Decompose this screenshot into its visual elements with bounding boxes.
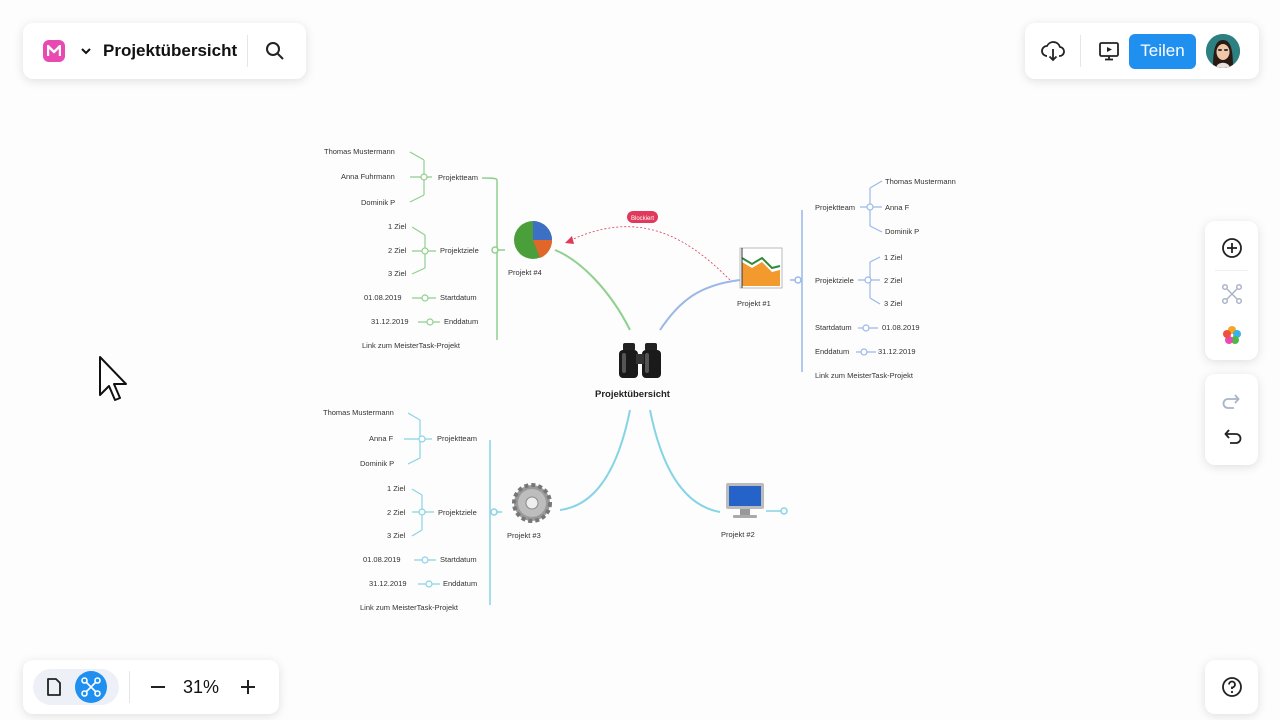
svg-text:Enddatum: Enddatum — [443, 579, 477, 588]
redo-icon[interactable] — [1205, 384, 1258, 420]
divider — [129, 671, 130, 703]
svg-text:Projektziele: Projektziele — [438, 508, 477, 517]
project-3-branch[interactable]: Projektteam Thomas Mustermann Anna F Dom… — [323, 408, 552, 612]
svg-text:Projektteam: Projektteam — [815, 203, 855, 212]
svg-text:Anna Fuhrmann: Anna Fuhrmann — [341, 172, 395, 181]
divider — [1215, 270, 1248, 271]
svg-text:2 Ziel: 2 Ziel — [387, 508, 406, 517]
mouse-cursor-icon — [99, 356, 127, 401]
svg-text:31.12.2019: 31.12.2019 — [878, 347, 916, 356]
svg-text:Anna F: Anna F — [885, 203, 910, 212]
pie-chart-icon — [514, 221, 553, 259]
svg-text:Link zum MeisterTask-Projekt: Link zum MeisterTask-Projekt — [360, 603, 459, 612]
project-4-branch[interactable]: Projektteam Thomas Mustermann Anna Fuhrm… — [324, 147, 553, 350]
svg-text:31.12.2019: 31.12.2019 — [371, 317, 409, 326]
zoom-out-icon[interactable] — [148, 677, 168, 697]
help-icon — [1221, 677, 1242, 697]
help-button[interactable] — [1205, 660, 1258, 714]
svg-text:Dominik P: Dominik P — [885, 227, 919, 236]
svg-text:2 Ziel: 2 Ziel — [388, 246, 407, 255]
view-zoom-controls: 31% — [23, 660, 279, 714]
svg-text:Startdatum: Startdatum — [815, 323, 852, 332]
view-switcher — [33, 669, 119, 705]
outline-view-icon[interactable] — [38, 671, 70, 703]
svg-text:3 Ziel: 3 Ziel — [388, 269, 407, 278]
svg-text:Dominik P: Dominik P — [360, 459, 394, 468]
growth-chart-icon — [739, 247, 783, 289]
svg-text:Projekt #4: Projekt #4 — [508, 268, 542, 277]
svg-text:Thomas Mustermann: Thomas Mustermann — [885, 177, 956, 186]
svg-text:Projektübersicht: Projektübersicht — [595, 389, 671, 400]
svg-text:1 Ziel: 1 Ziel — [387, 484, 406, 493]
svg-text:Startdatum: Startdatum — [440, 555, 477, 564]
mindmap-view-icon[interactable] — [75, 671, 107, 703]
svg-text:Thomas Mustermann: Thomas Mustermann — [324, 147, 395, 156]
svg-text:Enddatum: Enddatum — [815, 347, 849, 356]
svg-text:01.08.2019: 01.08.2019 — [363, 555, 401, 564]
svg-text:Enddatum: Enddatum — [444, 317, 478, 326]
svg-text:Link zum MeisterTask-Projekt: Link zum MeisterTask-Projekt — [815, 371, 914, 380]
svg-text:Projektteam: Projektteam — [438, 173, 478, 182]
svg-text:Projekt #1: Projekt #1 — [737, 299, 771, 308]
svg-text:Projektteam: Projektteam — [437, 434, 477, 443]
color-palette-icon[interactable] — [1205, 317, 1258, 353]
computer-monitor-icon — [726, 483, 764, 518]
avatar[interactable] — [1206, 34, 1240, 68]
project-1-branch[interactable]: Projektteam Thomas Mustermann Anna F Dom… — [737, 177, 956, 380]
zoom-in-icon[interactable] — [238, 677, 258, 697]
svg-text:3 Ziel: 3 Ziel — [387, 531, 406, 540]
svg-text:1 Ziel: 1 Ziel — [884, 253, 903, 262]
insert-toolbar — [1205, 221, 1258, 360]
blocked-badge — [627, 211, 658, 223]
add-topic-icon[interactable] — [1205, 230, 1258, 266]
binoculars-icon — [619, 343, 661, 378]
cloud-download-icon[interactable] — [1040, 38, 1066, 64]
chevron-down-icon[interactable] — [79, 44, 93, 58]
divider — [247, 35, 249, 67]
svg-text:Projekt #3: Projekt #3 — [507, 531, 541, 540]
document-header: Projektübersicht — [23, 23, 306, 79]
svg-text:1 Ziel: 1 Ziel — [388, 222, 407, 231]
zoom-level[interactable]: 31% — [182, 676, 220, 697]
svg-text:Startdatum: Startdatum — [440, 293, 477, 302]
history-toolbar — [1205, 374, 1258, 465]
svg-text:01.08.2019: 01.08.2019 — [364, 293, 402, 302]
svg-text:Thomas Mustermann: Thomas Mustermann — [323, 408, 394, 417]
svg-text:2 Ziel: 2 Ziel — [884, 276, 903, 285]
svg-text:Projekt #2: Projekt #2 — [721, 530, 755, 539]
svg-text:3 Ziel: 3 Ziel — [884, 299, 903, 308]
presentation-icon[interactable] — [1097, 39, 1121, 63]
svg-text:31.12.2019: 31.12.2019 — [369, 579, 407, 588]
share-button[interactable]: Teilen — [1129, 33, 1196, 69]
svg-text:Projektziele: Projektziele — [815, 276, 854, 285]
app-logo-icon[interactable] — [43, 40, 65, 62]
gear-icon — [512, 483, 552, 523]
central-topic[interactable]: Projektübersicht — [595, 343, 671, 400]
divider — [1080, 35, 1081, 67]
svg-text:Dominik P: Dominik P — [361, 198, 395, 207]
svg-text:Link zum MeisterTask-Projekt: Link zum MeisterTask-Projekt — [362, 341, 461, 350]
svg-text:Anna F: Anna F — [369, 434, 394, 443]
search-icon[interactable] — [264, 40, 286, 62]
project-2-branch[interactable]: Projekt #2 — [721, 483, 764, 539]
svg-text:01.08.2019: 01.08.2019 — [882, 323, 920, 332]
top-right-toolbar: Teilen — [1025, 23, 1259, 79]
svg-text:Projektziele: Projektziele — [440, 246, 479, 255]
undo-icon[interactable] — [1205, 419, 1258, 455]
blocked-label: Blockiert — [631, 216, 654, 222]
document-title[interactable]: Projektübersicht — [103, 41, 238, 60]
connection-icon[interactable] — [1205, 276, 1258, 312]
